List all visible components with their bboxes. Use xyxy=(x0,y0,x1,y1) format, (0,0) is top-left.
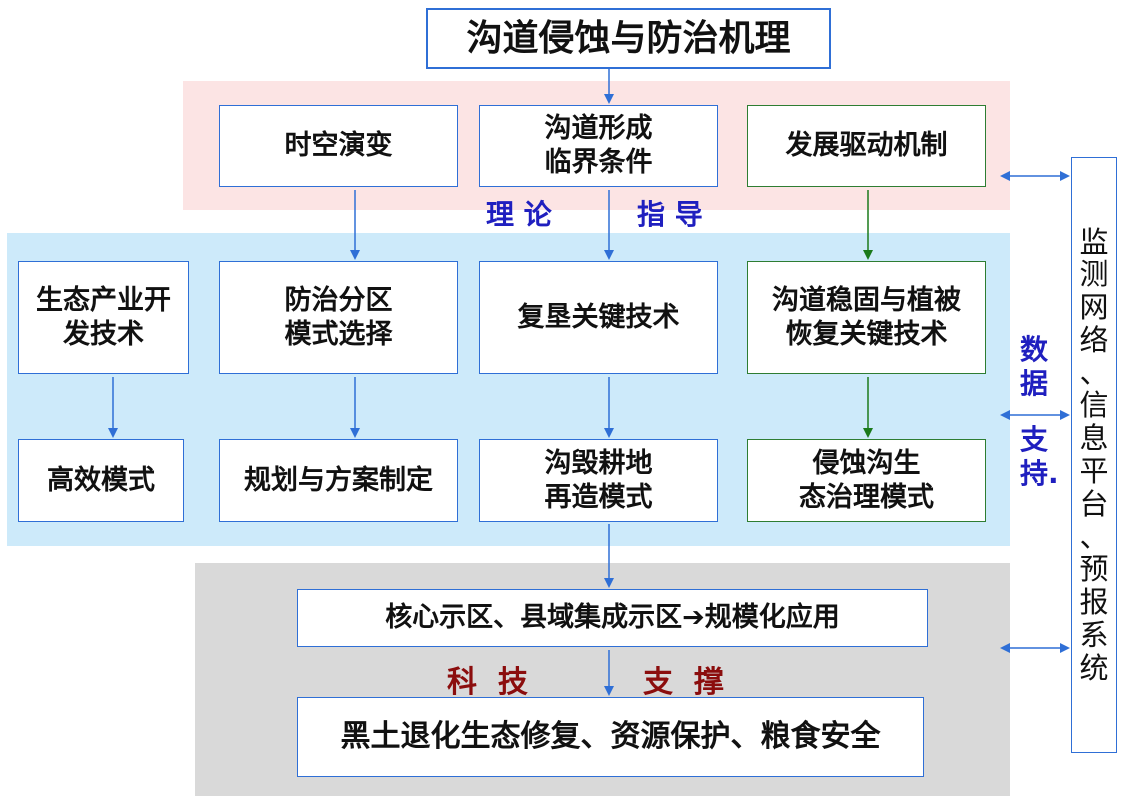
zoning-box: 防治分区 模式选择 xyxy=(219,261,458,374)
reclaim-box: 复垦关键技术 xyxy=(479,261,718,374)
theory-label-left: 理 论 xyxy=(486,198,552,231)
planning-box: 规划与方案制定 xyxy=(219,439,458,522)
rebuild-box: 沟毁耕地 再造模式 xyxy=(479,439,718,522)
formation-box: 沟道形成 临界条件 xyxy=(479,105,718,187)
title-text: 沟道侵蚀与防治机理 xyxy=(466,18,791,59)
eco-industry-box: 生态产业开 发技术 xyxy=(18,261,189,374)
theory-label-right: 指 导 xyxy=(637,198,703,231)
stabilize-box: 沟道稳固与植被 恢复关键技术 xyxy=(747,261,986,374)
monitor-box: 监 测 网 络 、 信 息 平 台 、 预 报 系 统 xyxy=(1071,157,1117,753)
support-label-bottom: 支 持. xyxy=(1020,423,1059,490)
governance-box: 侵蚀沟生 态治理模式 xyxy=(747,439,986,522)
application-label-left: 科 技 xyxy=(447,665,528,700)
driving-box: 发展驱动机制 xyxy=(747,105,986,187)
spatiotemporal-box: 时空演变 xyxy=(219,105,458,187)
goal-box: 黑土退化生态修复、资源保护、粮食安全 xyxy=(297,697,924,777)
demo-box: 核心示区、县域集成示区➔规模化应用 xyxy=(297,589,928,647)
title-box: 沟道侵蚀与防治机理 xyxy=(426,8,831,69)
efficient-box: 高效模式 xyxy=(18,439,184,522)
support-label-top: 数 据 xyxy=(1020,333,1049,400)
application-label-right: 支 撑 xyxy=(643,665,724,700)
